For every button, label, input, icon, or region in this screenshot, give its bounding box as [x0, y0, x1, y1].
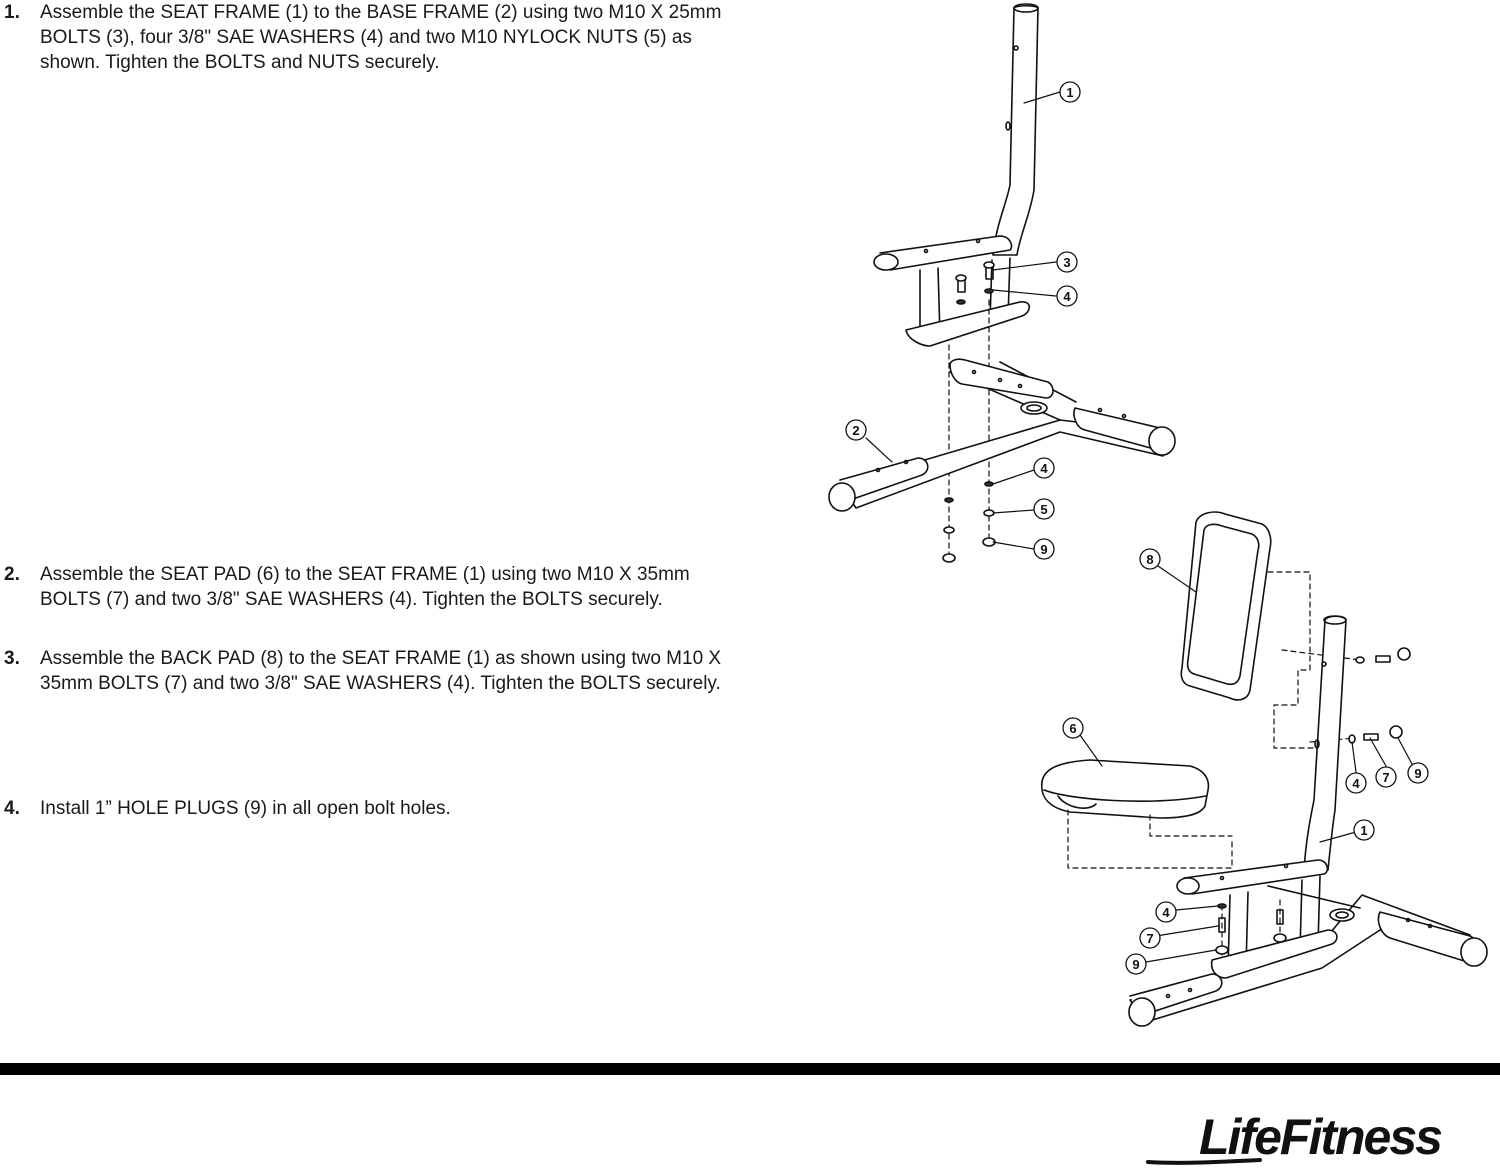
callout-1 [1059, 81, 1081, 103]
callout-7 [1139, 927, 1161, 949]
base-frame [1128, 885, 1488, 1027]
callout-label: 9 [1132, 957, 1139, 972]
step-number: 3. [4, 648, 20, 669]
callout-bubbles-2 [1062, 548, 1429, 975]
step-number: 2. [4, 564, 20, 585]
seat-frame-upright [992, 3, 1039, 256]
callout-8 [1139, 548, 1161, 570]
callout-label: 1 [1360, 823, 1367, 838]
callout-label: 7 [1146, 931, 1153, 946]
seat-frame-upright [1303, 615, 1347, 871]
seat-frame-crossbar [1176, 859, 1329, 895]
footer-rule [0, 1063, 1500, 1075]
callout-6 [1062, 717, 1084, 739]
callout-5 [1033, 498, 1055, 520]
step-4: 4. Install 1” HOLE PLUGS (9) in all open… [0, 796, 760, 826]
callout-9 [1033, 538, 1055, 560]
step-1: 1. Assemble the SEAT FRAME (1) to the BA… [0, 0, 760, 80]
seat-frame-legs [1227, 875, 1321, 971]
callout-4 [1345, 772, 1367, 794]
logo-text: LifeFitness [1199, 1109, 1442, 1165]
callout-label: 2 [852, 423, 859, 438]
callout-label: 3 [1063, 255, 1070, 270]
step-2: 2. Assemble the SEAT PAD (6) to the SEAT… [0, 562, 760, 642]
callout-4 [1056, 285, 1078, 307]
step-3: 3. Assemble the BACK PAD (8) to the SEAT… [0, 646, 760, 726]
bolt-parts-top [955, 261, 995, 305]
step-text: Assemble the SEAT FRAME (1) to the BASE … [40, 2, 722, 73]
callout-label: 4 [1162, 905, 1170, 920]
callout-leaders-1 [865, 91, 1061, 550]
callout-label: 5 [1040, 502, 1047, 517]
callout-2 [845, 419, 867, 441]
callout-1 [1353, 819, 1375, 841]
callout-label: 9 [1040, 542, 1047, 557]
step-text: Assemble the SEAT PAD (6) to the SEAT FR… [40, 564, 690, 610]
callout-7 [1375, 766, 1397, 788]
callout-label: 4 [1352, 776, 1360, 791]
callout-9 [1407, 762, 1429, 784]
step-number: 1. [4, 2, 20, 23]
seat-frame-crossbar [873, 235, 1013, 271]
step-text: Install 1” HOLE PLUGS (9) in all open bo… [40, 798, 451, 819]
step-text: Assemble the BACK PAD (8) to the SEAT FR… [40, 648, 722, 694]
callout-leaders-2 [1079, 565, 1413, 963]
callout-label: 9 [1414, 766, 1421, 781]
callout-4 [1033, 457, 1055, 479]
seat-pad [1041, 759, 1210, 819]
seat-frame-plate [905, 301, 1031, 347]
step-number: 4. [4, 798, 20, 819]
bolt-parts-seat [1215, 903, 1287, 955]
callout-4 [1155, 901, 1177, 923]
seat-frame-legs [919, 257, 1011, 337]
callout-9 [1125, 953, 1147, 975]
callout-3 [1056, 251, 1078, 273]
callout-label: 7 [1382, 770, 1389, 785]
back-pad [1180, 511, 1272, 701]
callout-label: 4 [1063, 289, 1071, 304]
callout-label: 1 [1066, 85, 1073, 100]
bolt-parts-back [1348, 647, 1411, 744]
bolt-parts-bottom [942, 481, 996, 563]
callout-label: 4 [1040, 461, 1048, 476]
alignment-lines-1 [948, 299, 990, 556]
callout-label: 8 [1146, 552, 1153, 567]
lifefitness-logo: LifeFitness [1146, 1109, 1444, 1165]
callout-label: 6 [1069, 721, 1076, 736]
callout-bubbles-1 [845, 81, 1081, 560]
base-frame [828, 358, 1176, 512]
